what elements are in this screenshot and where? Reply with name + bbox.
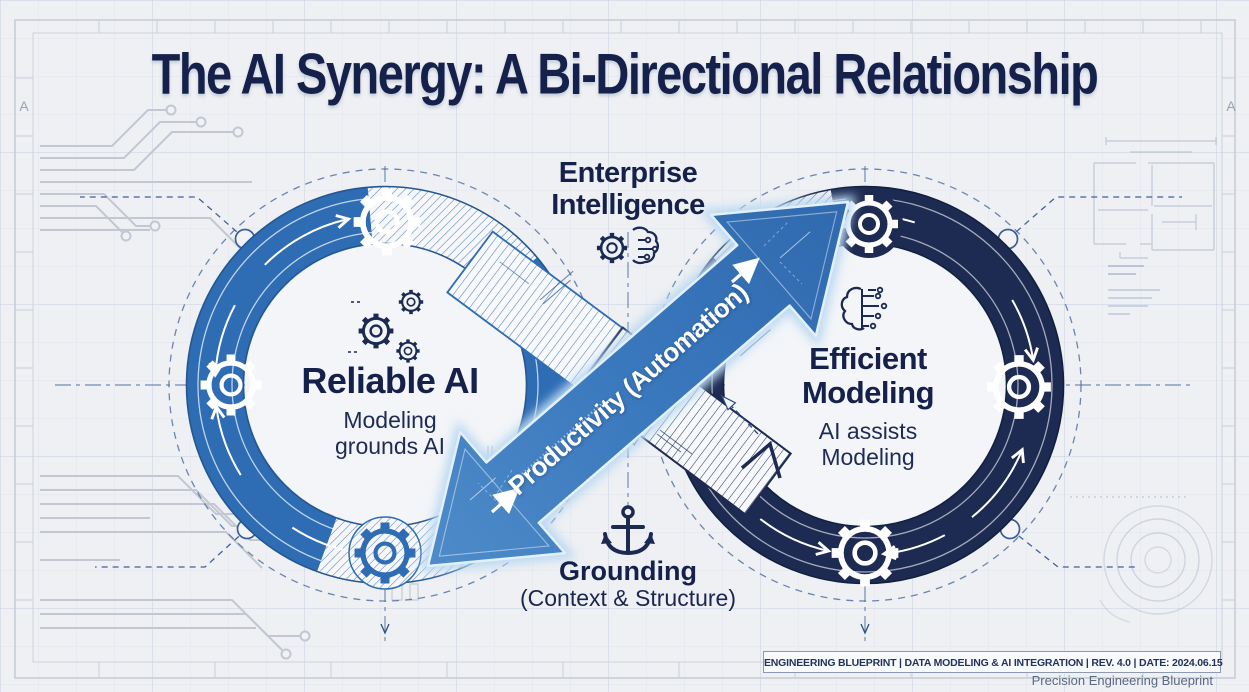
frame-marker-left: A (19, 98, 29, 114)
synergy-arrow (420, 195, 856, 573)
left-circle-subtitle-line2: grounds AI (335, 433, 445, 459)
loop-gear-icon (201, 189, 421, 590)
page-title: The AI Synergy: A Bi-Directional Relatio… (151, 41, 1099, 106)
right-circle-title-line1: Efficient (809, 341, 927, 376)
gear-brain-icon (597, 226, 659, 263)
right-circle-subtitle-line2: Modeling (821, 444, 915, 470)
right-circle-subtitle-line1: AI assists (818, 418, 918, 444)
bottom-node-title: Grounding (559, 556, 697, 586)
circuit-traces-top-left (40, 104, 254, 262)
gears-cluster-icon (348, 288, 425, 365)
top-node-label-line2: Intelligence (551, 189, 705, 221)
left-circle-title: Reliable AI (301, 360, 479, 401)
spiral-sketch (1070, 496, 1213, 623)
title-block: ENGINEERING BLUEPRINT | DATA MODELING & … (763, 651, 1223, 673)
left-circle-subtitle-line1: Modeling (343, 407, 437, 433)
anchor-icon (601, 505, 655, 556)
top-node-label-line1: Enterprise (558, 157, 698, 189)
brain-circuit-icon (840, 286, 888, 331)
frame-marker-right: A (1226, 98, 1236, 114)
sheet-frame (14, 19, 1236, 679)
right-circle-title-line2: Modeling (801, 375, 935, 410)
annotation-text-block (1108, 265, 1160, 315)
bottom-node-subtitle: (Context & Structure) (519, 585, 737, 611)
footer-caption: Precision Engineering Blueprint (1031, 673, 1213, 688)
floor-plan-sketch (1093, 137, 1217, 259)
